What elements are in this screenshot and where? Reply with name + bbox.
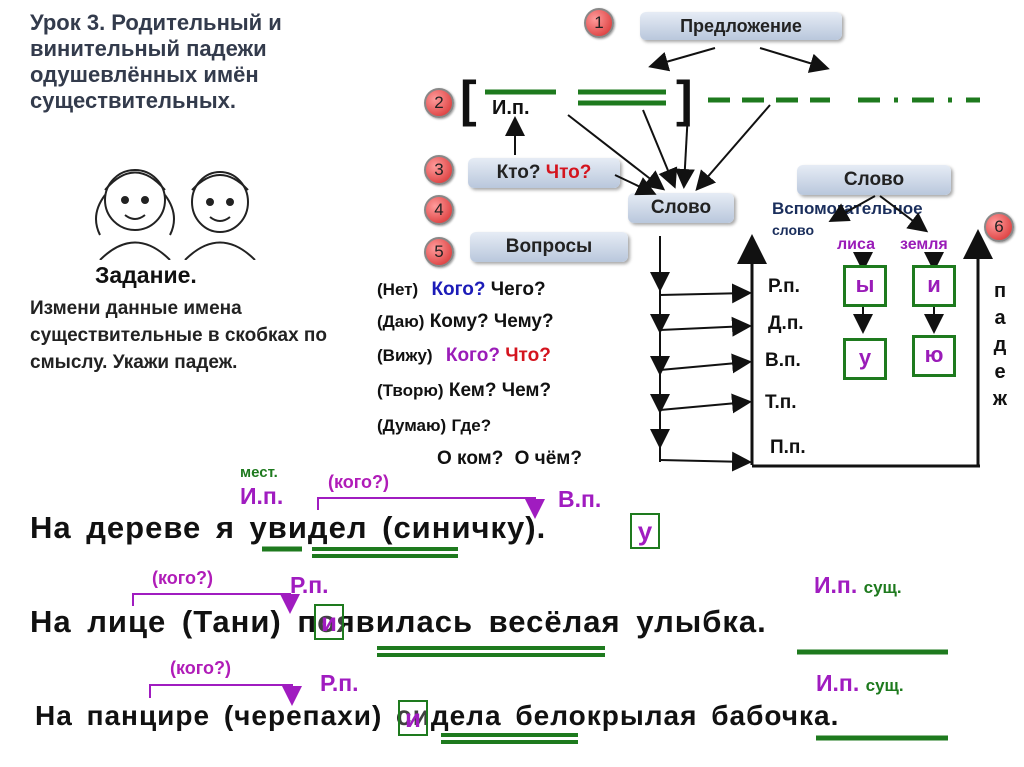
ex2-sentence: На лице (Тани) появилась весёлая улыбка. xyxy=(30,604,767,639)
bracket-open: [ xyxy=(460,71,477,127)
step-5-badge: 5 xyxy=(424,237,454,267)
question-row-2: (Даю) Кому? Чему? xyxy=(377,311,554,332)
step-3-badge: 3 xyxy=(424,155,454,185)
ex3-ending-box: и xyxy=(398,700,428,736)
ex1-label-mest: мест. xyxy=(240,464,278,481)
predlozhenie-pill: Предложение xyxy=(640,12,842,40)
ending-box-u: у xyxy=(843,338,887,380)
case-dp: Д.п. xyxy=(768,313,804,334)
task-heading: Задание. xyxy=(95,262,197,288)
question-row-4: (Творю) Кем? Чем? xyxy=(377,380,552,401)
ex1-question: (кого?) xyxy=(328,472,390,492)
ip-label: И.п. xyxy=(492,97,530,119)
ex3-sentence: На панцире (черепахи) сидела белокрылая … xyxy=(35,700,840,731)
lesson-title: Урок 3. Родительный и винительный падежи… xyxy=(30,10,282,113)
ex2-label-rp: Р.п. xyxy=(290,572,329,598)
ex1-ending-box: у xyxy=(630,513,660,549)
case-rp: Р.п. xyxy=(768,276,800,297)
helper-word-zemlya: земля xyxy=(900,236,948,253)
ex1-label-ip: И.п. xyxy=(240,483,284,509)
case-pp: П.п. xyxy=(770,437,806,458)
children-illustration xyxy=(95,169,256,260)
vspom-label-2: слово xyxy=(772,222,815,238)
question-row-3: (Вижу) Кого? Что? xyxy=(377,345,551,366)
voprosy-pill: Вопросы xyxy=(470,232,628,262)
ex2-question: (кого?) xyxy=(152,568,214,588)
step-1-badge: 1 xyxy=(584,8,614,38)
ending-box-y: ы xyxy=(843,265,887,307)
slovo-right-pill: Слово xyxy=(797,165,951,195)
task-text: Измени данные имена существительные в ск… xyxy=(30,298,328,373)
case-tp: Т.п. xyxy=(765,392,797,413)
helper-word-lisa: лиса xyxy=(837,236,875,253)
kto-chto-pill: Кто? Что? xyxy=(468,158,620,188)
step-2-badge: 2 xyxy=(424,88,454,118)
ex1-sentence: На дереве я увидел (синичку). xyxy=(30,510,547,545)
question-row-5: (Думаю) Где? xyxy=(377,416,492,435)
ex1-label-vp: В.п. xyxy=(558,486,602,512)
ex2-label-ip: И.п. сущ. xyxy=(814,572,902,598)
case-vp: В.п. xyxy=(765,350,801,371)
ex3-label-ip: И.п. сущ. xyxy=(816,670,904,696)
slovo-pill: Слово xyxy=(628,193,734,223)
question-row-6: О ком? О чём? xyxy=(437,448,582,469)
step-4-badge: 4 xyxy=(424,195,454,225)
ex2-ending-box: и xyxy=(314,604,344,640)
ending-box-yu: ю xyxy=(912,335,956,377)
ex3-question: (кого?) xyxy=(170,658,232,678)
ex3-label-rp: Р.п. xyxy=(320,670,359,696)
question-row-1: (Нет) Кого? Чего? xyxy=(377,279,546,300)
ending-box-i: и xyxy=(912,265,956,307)
